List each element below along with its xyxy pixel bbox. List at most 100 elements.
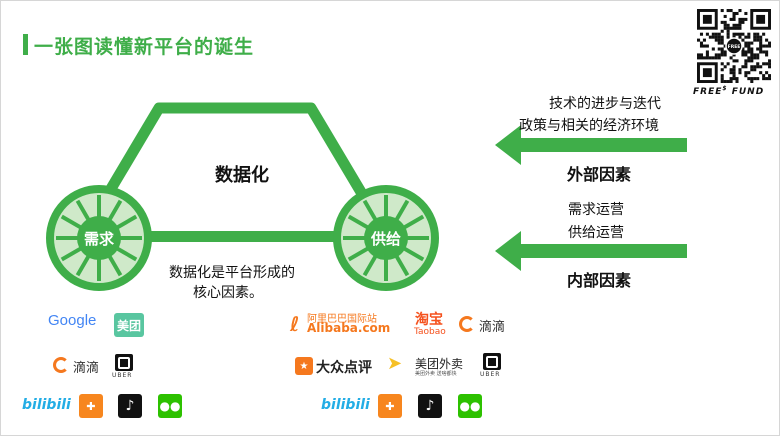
qr-module xyxy=(768,65,771,69)
qr-module xyxy=(747,47,751,51)
qr-module xyxy=(723,20,727,24)
qr-module xyxy=(735,32,739,36)
brand-text: FREE$ FUND xyxy=(693,85,777,97)
qr-module xyxy=(720,35,724,39)
qr-module xyxy=(720,41,724,45)
qr-module xyxy=(765,53,769,57)
qr-finder-core xyxy=(756,14,766,24)
wheel-spoke xyxy=(362,254,378,277)
qr-module xyxy=(741,50,745,54)
wheel-spoke xyxy=(75,254,91,277)
qr-module xyxy=(744,74,748,78)
qr-module xyxy=(697,56,701,60)
wheel-right xyxy=(333,185,439,291)
qr-module xyxy=(756,35,760,39)
qr-module xyxy=(762,74,766,78)
qr-module xyxy=(756,53,760,57)
wheel-spoke xyxy=(347,214,370,230)
qr-module xyxy=(720,68,724,72)
qr-module xyxy=(765,71,769,75)
internal-line-1: 需求运营 xyxy=(568,202,624,218)
qr-module xyxy=(720,38,724,42)
wheel-spoke xyxy=(394,199,410,222)
qr-module xyxy=(750,41,754,45)
qr-module xyxy=(750,65,754,69)
meituan-waimai-icon: ➤ xyxy=(387,353,403,374)
qr-module xyxy=(768,44,771,48)
qr-module xyxy=(744,35,748,39)
qr-module xyxy=(756,56,760,60)
qr-module xyxy=(711,56,715,60)
wheel-spoke xyxy=(107,254,123,277)
qr-module xyxy=(735,59,739,63)
qr-module xyxy=(729,80,733,83)
wheel-spoke xyxy=(394,254,410,277)
qr-module xyxy=(744,62,748,66)
qr-module xyxy=(747,71,751,75)
brand-sup: $ xyxy=(722,85,728,92)
qr-module xyxy=(720,50,724,54)
qr-module xyxy=(717,41,721,45)
qr-module xyxy=(699,41,704,45)
wheel-left xyxy=(46,185,152,291)
external-line-1: 技术的进步与迭代 xyxy=(549,96,661,112)
qr-module xyxy=(735,77,739,81)
qr-module xyxy=(732,35,736,39)
qr-module xyxy=(723,44,727,48)
qr-module xyxy=(744,59,748,63)
qr-module xyxy=(732,59,736,63)
qr-module xyxy=(732,26,736,30)
qr-module xyxy=(723,14,727,18)
qr-module xyxy=(768,74,771,78)
qr-module xyxy=(759,65,763,69)
brand-name: FREE xyxy=(693,87,723,97)
internal-line-2: 供给运营 xyxy=(568,225,624,241)
qr-module xyxy=(750,50,754,54)
qr-module xyxy=(756,65,760,69)
qr-module xyxy=(702,44,706,48)
wheel-spoke xyxy=(402,246,425,262)
qr-module xyxy=(750,68,754,72)
qr-module xyxy=(720,20,724,24)
qr-module xyxy=(744,50,748,54)
qr-module xyxy=(729,71,733,75)
qr-module xyxy=(711,35,715,39)
wheel-spoke xyxy=(60,246,83,262)
qr-module xyxy=(720,77,724,81)
didi-icon xyxy=(53,357,69,373)
didi-icon-right xyxy=(459,316,475,332)
internal-factors-label: 内部因素 xyxy=(567,271,632,290)
qr-module xyxy=(753,35,757,39)
qr-module xyxy=(723,26,727,30)
qr-code-icon: FREE xyxy=(697,9,771,83)
axle-bar xyxy=(139,231,339,242)
qr-module xyxy=(699,56,704,60)
qr-module xyxy=(750,47,754,51)
qr-module xyxy=(738,71,742,75)
qr-module xyxy=(765,44,769,48)
qr-module xyxy=(741,47,745,51)
qr-module xyxy=(738,23,742,27)
trapezoid-frame xyxy=(88,102,382,222)
qr-module xyxy=(744,11,748,16)
qr-module xyxy=(744,44,748,48)
dianping-icon: ★ xyxy=(295,357,313,375)
qr-badge xyxy=(725,37,743,55)
qr-module xyxy=(765,38,769,42)
tiktok-icon: ♪ xyxy=(118,394,142,418)
qr-module xyxy=(759,38,763,42)
qr-module xyxy=(717,38,721,42)
qr-module xyxy=(726,9,730,13)
qr-module xyxy=(732,74,736,78)
wheel-spoke xyxy=(347,246,370,262)
qr-module xyxy=(741,17,745,21)
qr-module xyxy=(732,32,736,36)
qr-module xyxy=(717,56,721,60)
qr-module xyxy=(732,17,736,21)
app-icon-orange: ✚ xyxy=(79,394,103,418)
bilibili-logo-right: bilibili xyxy=(321,397,370,413)
qr-module xyxy=(741,38,745,42)
qr-module xyxy=(756,77,760,81)
qr-module xyxy=(750,59,754,63)
